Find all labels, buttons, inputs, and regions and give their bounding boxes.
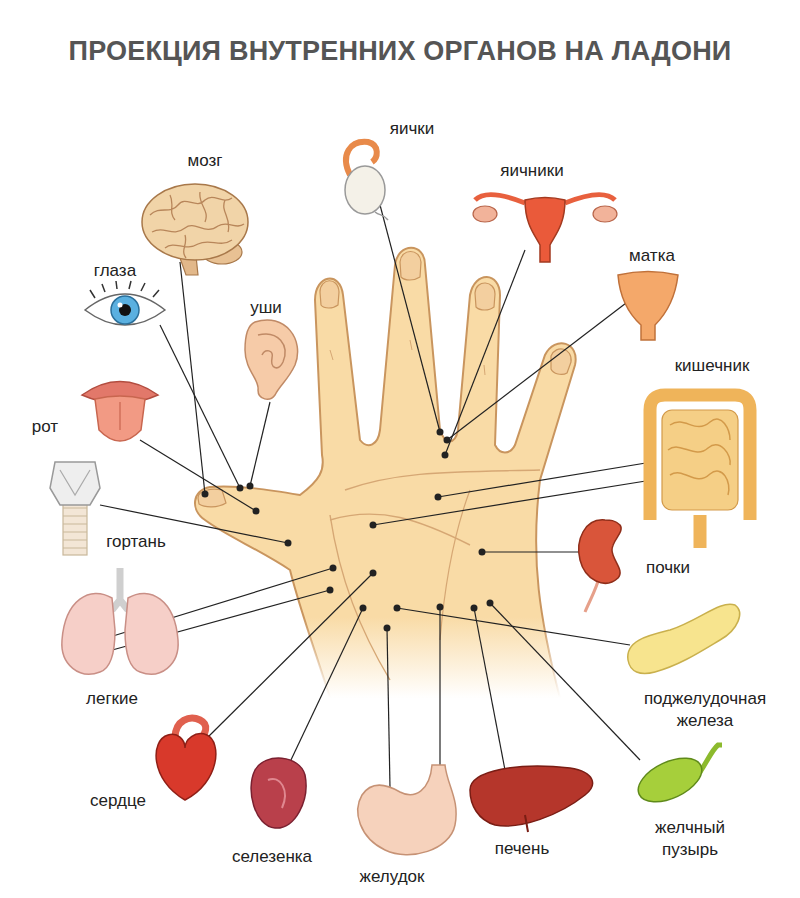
organ-label: яичники [500, 160, 563, 182]
ear-picture [245, 320, 298, 399]
lungs-picture [62, 568, 178, 674]
brain-picture [142, 184, 248, 275]
organ-label: легкие [86, 688, 138, 710]
mouth-picture [82, 382, 158, 442]
organ-label: желудок [360, 866, 425, 888]
stomach-picture [358, 765, 456, 855]
testis-picture [345, 142, 388, 220]
eye-picture [85, 281, 165, 325]
hand [195, 248, 576, 698]
heart-picture [156, 718, 216, 800]
organ-label: рот [32, 416, 58, 438]
organ-label: желчный пузырь [635, 817, 745, 861]
organ-label: селезенка [232, 846, 312, 868]
uterus-picture [618, 272, 678, 341]
spleen-picture [251, 758, 306, 828]
projection-dots [202, 429, 494, 632]
organ-label: поджелудочная железа [625, 688, 785, 732]
organ-label: мозг [188, 150, 223, 172]
gallbladder-picture [632, 745, 722, 811]
pancreas-picture [628, 604, 740, 673]
liver-picture [470, 766, 593, 832]
organ-label: глаза [94, 260, 136, 282]
organ-label: яички [390, 118, 435, 140]
page-title: ПРОЕКЦИЯ ВНУТРЕННИХ ОРГАНОВ НА ЛАДОНИ [0, 36, 800, 67]
organ-label: кишечник [675, 355, 750, 377]
organ-label: печень [495, 838, 550, 860]
organ-label: почки [646, 557, 690, 579]
organ-label: уши [250, 297, 282, 319]
organ-label: гортань [106, 531, 166, 553]
leader-lines [100, 205, 652, 788]
organ-label: матка [629, 245, 675, 267]
larynx-picture [50, 462, 100, 555]
kidney-picture [579, 520, 621, 612]
organ-label: сердце [90, 790, 146, 812]
intestines-picture [650, 395, 750, 548]
ovaries-picture [473, 194, 617, 262]
